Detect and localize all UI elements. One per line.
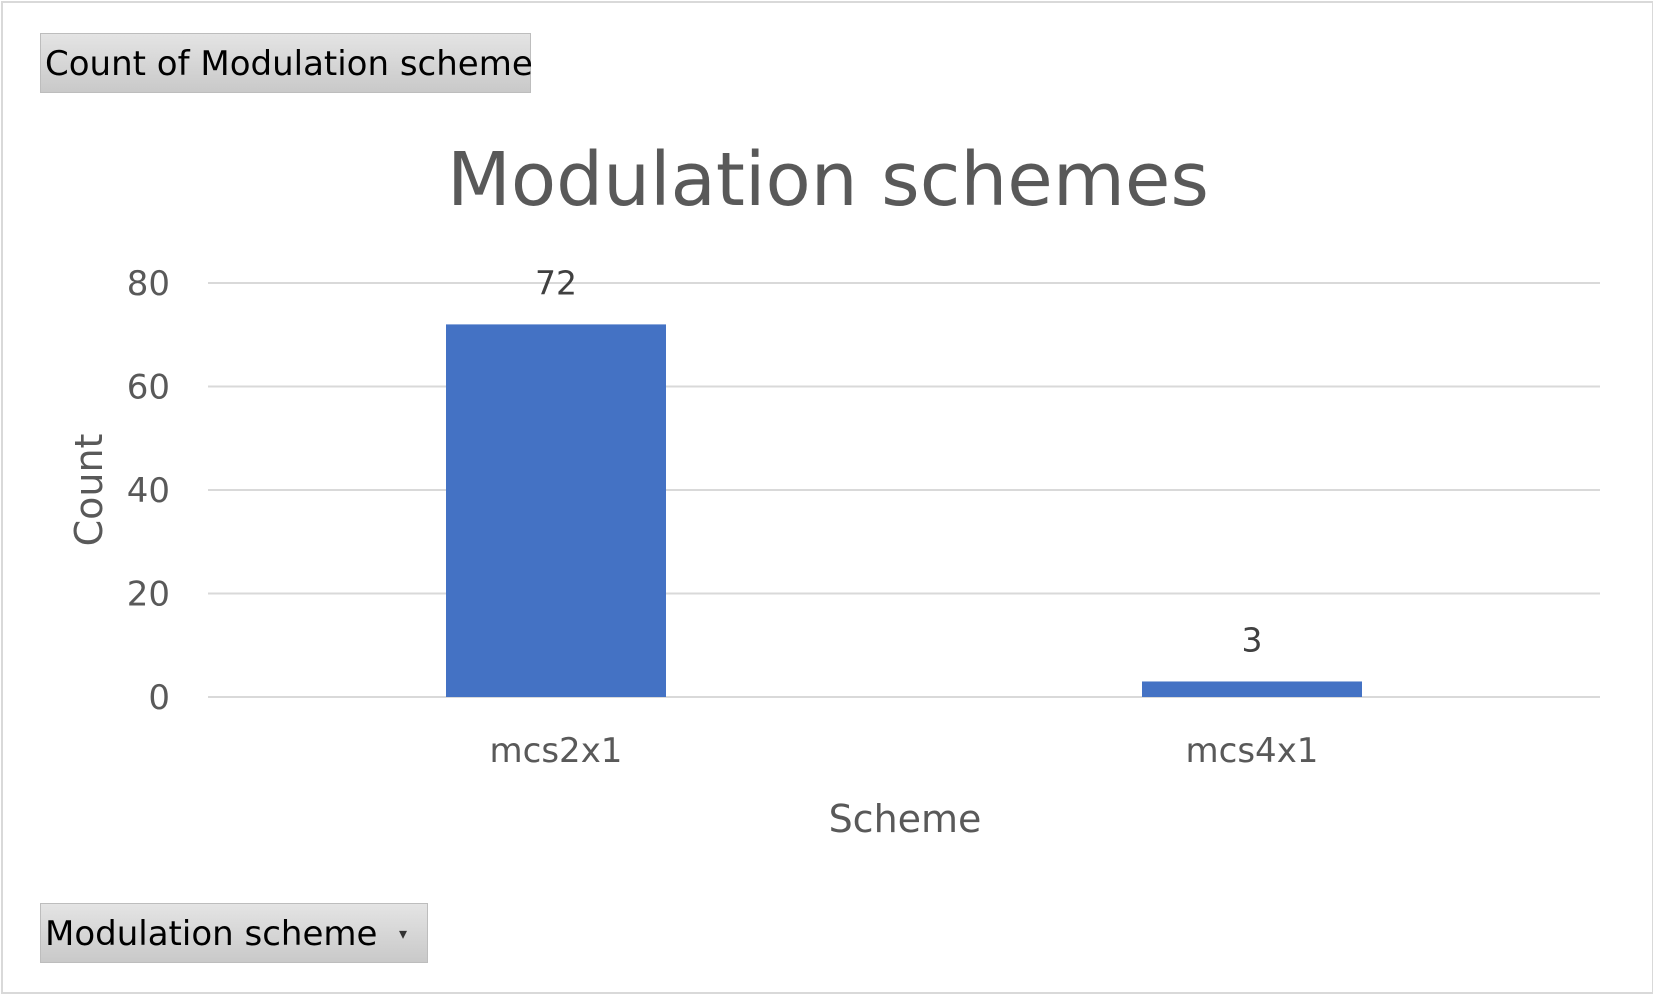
y-tick-label: 40 xyxy=(127,471,170,511)
x-axis-ticks: mcs2x1 mcs4x1 xyxy=(490,731,1319,771)
x-tick-label-mcs4x1: mcs4x1 xyxy=(1186,731,1319,771)
y-axis-ticks: 0 20 40 60 80 xyxy=(127,264,170,718)
data-label-mcs2x1: 72 xyxy=(535,263,577,302)
y-tick-label: 20 xyxy=(127,575,170,615)
dropdown-arrow-icon[interactable]: ▾ xyxy=(398,924,407,943)
data-labels: 72 3 xyxy=(535,263,1263,659)
gridlines xyxy=(208,282,1600,698)
y-tick-label: 0 xyxy=(148,678,170,718)
value-field-label: Count of Modulation scheme xyxy=(45,44,533,84)
y-tick-label: 60 xyxy=(127,368,170,408)
value-field-button[interactable]: Count of Modulation scheme xyxy=(40,33,533,93)
y-tick-label: 80 xyxy=(127,264,170,304)
bars xyxy=(446,324,1362,697)
axis-field-label: Modulation scheme xyxy=(45,914,378,954)
x-axis-title: Scheme xyxy=(829,797,982,841)
y-axis-title: Count xyxy=(67,434,111,547)
data-label-mcs4x1: 3 xyxy=(1242,620,1263,659)
bar-mcs2x1[interactable] xyxy=(446,324,666,697)
x-tick-label-mcs2x1: mcs2x1 xyxy=(490,731,623,771)
bar-mcs4x1[interactable] xyxy=(1142,681,1362,697)
axis-field-button[interactable]: Modulation scheme ▾ xyxy=(40,903,428,963)
chart-title: Modulation schemes xyxy=(447,137,1209,223)
